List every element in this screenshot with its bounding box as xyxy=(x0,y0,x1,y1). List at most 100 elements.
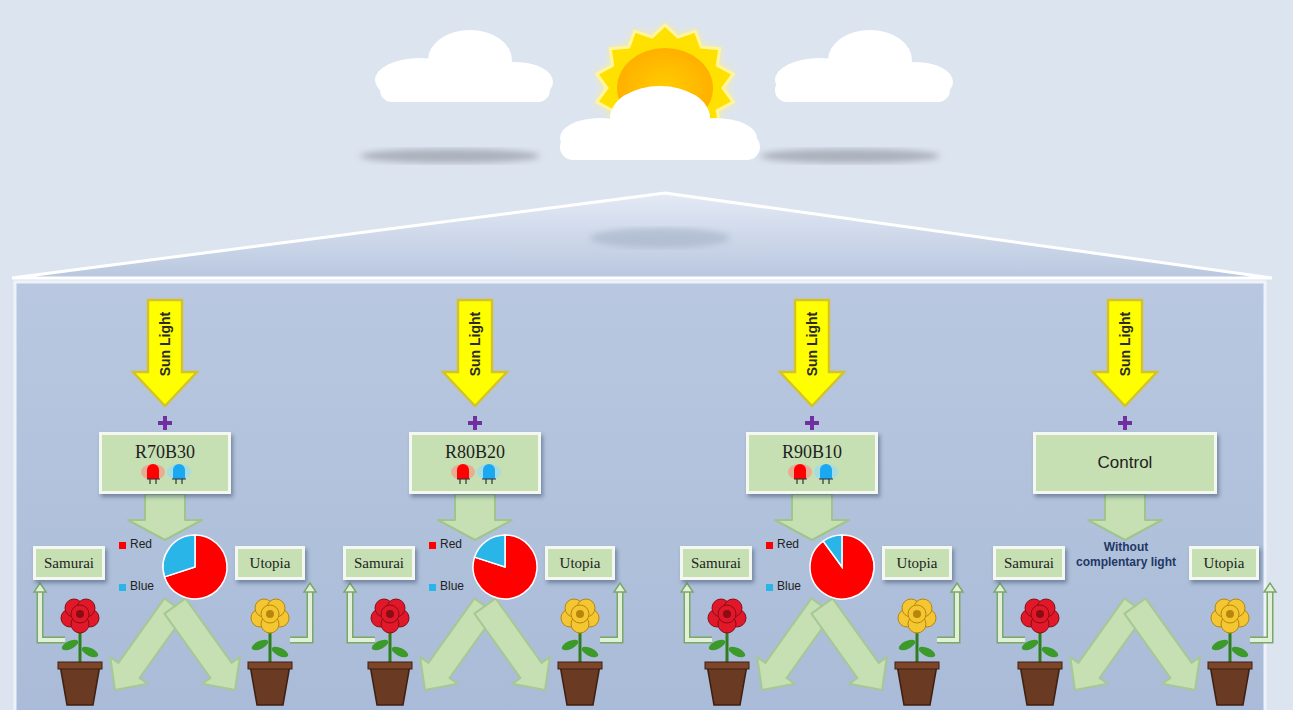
rose-stem xyxy=(389,630,392,665)
led-icons xyxy=(445,463,505,485)
led-legs xyxy=(147,479,160,484)
sunlight-arrow: Sun Light xyxy=(1091,298,1159,408)
flower-pot xyxy=(60,665,100,705)
rose-stem xyxy=(269,630,272,665)
pot-rim xyxy=(1208,662,1252,669)
cultivar-name: Utopia xyxy=(250,555,291,572)
bracket-arrow xyxy=(600,590,620,640)
red-led xyxy=(457,464,469,479)
sunlight-arrow: Sun Light xyxy=(441,298,509,408)
arrow-outline xyxy=(1093,300,1157,406)
blue-led xyxy=(173,464,185,479)
cultivar-name: Samurai xyxy=(691,555,741,572)
cloud xyxy=(375,30,553,102)
bracket-arrowhead xyxy=(34,583,46,592)
down-arrow xyxy=(1088,494,1162,540)
rose-leaf xyxy=(1040,645,1060,660)
arrow-outline xyxy=(133,300,197,406)
red-led xyxy=(794,464,806,479)
rose-leaf xyxy=(727,645,747,660)
cultivar-box: Samurai xyxy=(680,546,752,580)
rose-petal xyxy=(261,605,279,623)
flower-pot xyxy=(250,665,290,705)
rose-stem xyxy=(916,630,919,665)
cloud-shadow xyxy=(360,149,540,163)
rose-leaf xyxy=(560,638,580,653)
cloud xyxy=(560,86,760,160)
led-glow xyxy=(477,464,501,480)
bracket-arrow xyxy=(1000,590,1025,640)
sunlight-arrow: Sun Light xyxy=(778,298,846,408)
pot-rim xyxy=(368,662,412,669)
led-legs xyxy=(482,479,496,484)
red-led xyxy=(147,464,159,479)
treatment-name: R70B30 xyxy=(135,442,195,463)
rose-stem xyxy=(579,630,582,665)
flower-pot xyxy=(1210,665,1250,705)
chevron-arrow xyxy=(474,598,549,690)
cultivar-name: Samurai xyxy=(354,555,404,572)
rose-stem xyxy=(726,630,729,665)
sunlight-text: Sun Light xyxy=(1117,312,1133,377)
rose-stem xyxy=(1039,630,1042,665)
rose-petal xyxy=(381,605,399,623)
rose-center xyxy=(266,610,274,618)
bracket-arrow-outline xyxy=(1000,590,1025,640)
pie-blue-slice xyxy=(823,535,842,567)
flower-pot xyxy=(1020,665,1060,705)
flower-pot xyxy=(560,665,600,705)
led-glow xyxy=(141,464,165,480)
bracket-arrow-outline xyxy=(937,590,957,640)
legend-text: Blue xyxy=(777,579,801,593)
pie-red-slice xyxy=(473,535,537,599)
bracket-arrowhead xyxy=(951,583,963,592)
legend-text: Blue xyxy=(440,579,464,593)
bracket-arrow-outline xyxy=(40,590,65,640)
cultivar-box: Utopia xyxy=(545,546,615,580)
cloud-shadow xyxy=(760,149,940,163)
arrow-outline xyxy=(443,300,507,406)
treatment-box: R90B10 xyxy=(746,432,878,494)
led-icons xyxy=(782,463,842,485)
bracket-arrowhead xyxy=(1264,583,1276,592)
cultivar-box: Utopia xyxy=(882,546,952,580)
led-legs xyxy=(819,479,833,484)
rose-center xyxy=(76,610,84,618)
rose-center xyxy=(723,610,731,618)
rose-leaf xyxy=(917,645,937,660)
treatment-box: Control xyxy=(1033,432,1217,494)
rose-center xyxy=(1226,610,1234,618)
cultivar-box: Samurai xyxy=(33,546,105,580)
pot-rim xyxy=(248,662,292,669)
legend-swatch xyxy=(766,542,773,549)
legend-swatch xyxy=(429,584,436,591)
rose-center xyxy=(576,610,584,618)
rose-leaf xyxy=(80,645,100,660)
pot-rim xyxy=(895,662,939,669)
cultivar-box: Samurai xyxy=(343,546,415,580)
sunlight-text: Sun Light xyxy=(467,312,483,377)
legend-swatch xyxy=(119,584,126,591)
led-glow xyxy=(814,464,838,480)
cultivar-name: Utopia xyxy=(897,555,938,572)
bracket-arrowhead xyxy=(344,583,356,592)
greenhouse-body xyxy=(15,282,1265,710)
treatment-name: Control xyxy=(1098,453,1153,473)
bracket-arrow-outline xyxy=(290,590,310,640)
rose-leaf xyxy=(390,645,410,660)
bracket-arrow xyxy=(1250,590,1270,640)
pot-rim xyxy=(558,662,602,669)
plus-sign xyxy=(1118,416,1132,430)
led-legs xyxy=(457,479,470,484)
bracket-arrow xyxy=(687,590,712,640)
legend-swatch xyxy=(119,542,126,549)
rose-leaf xyxy=(250,638,270,653)
legend-swatch xyxy=(429,542,436,549)
flower-pot xyxy=(707,665,747,705)
rose-petal xyxy=(1221,605,1239,623)
roof-shadow xyxy=(590,228,730,248)
bracket-arrow-outline xyxy=(687,590,712,640)
bracket-arrow xyxy=(40,590,65,640)
rose-petal xyxy=(718,605,736,623)
